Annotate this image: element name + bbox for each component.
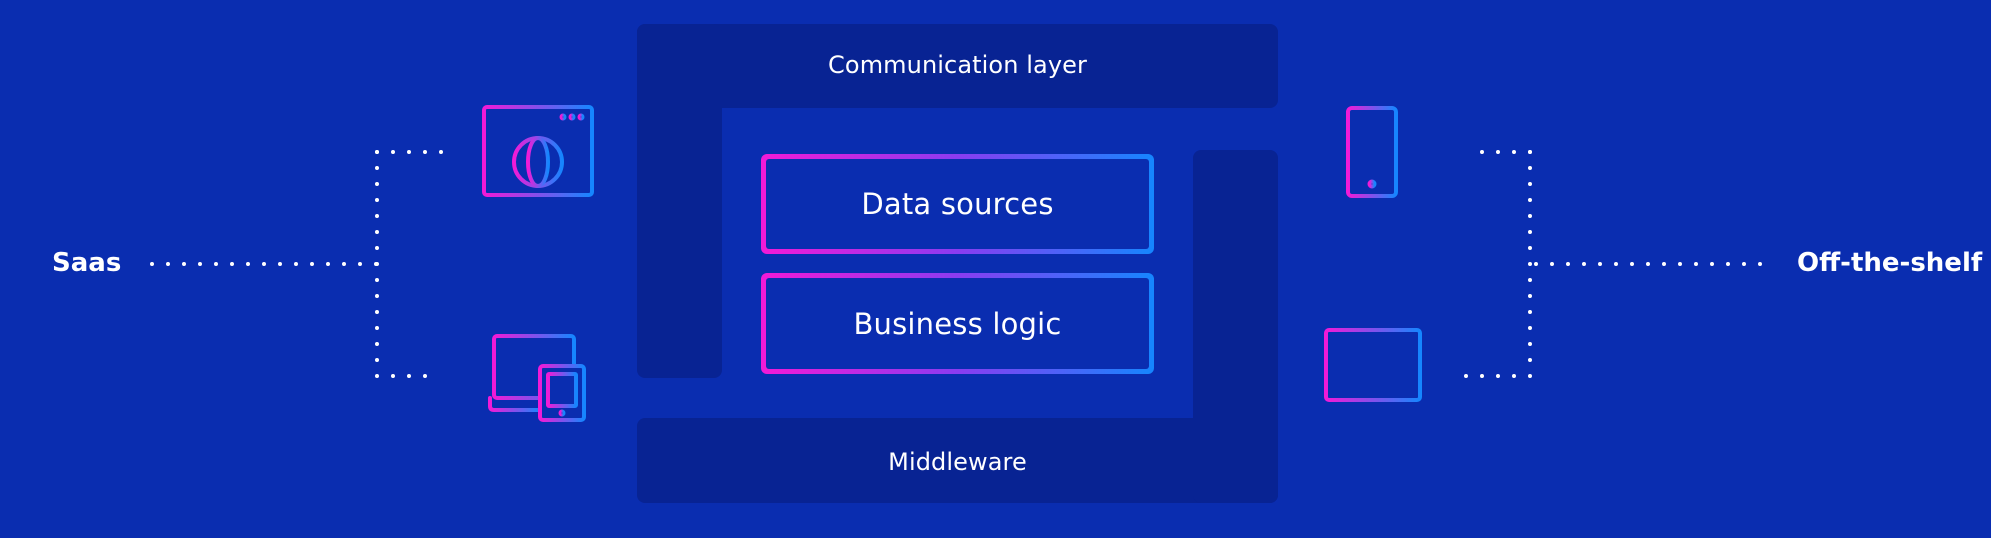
communication-layer-vertical-panel <box>637 24 722 378</box>
desktop-monitor-icon <box>1324 328 1422 420</box>
middleware-vertical-panel <box>1193 150 1278 503</box>
laptop-tablet-icon <box>488 334 586 422</box>
data-sources-label: Data sources <box>766 159 1149 249</box>
middleware-panel <box>637 418 1278 503</box>
business-logic-box: Business logic <box>761 273 1154 374</box>
middleware-label: Middleware <box>888 448 1027 476</box>
off-the-shelf-label: Off-the-shelf <box>1797 248 1983 278</box>
business-logic-label: Business logic <box>766 278 1149 369</box>
communication-layer-label: Communication layer <box>828 51 1087 79</box>
data-sources-box: Data sources <box>761 154 1154 254</box>
communication-layer-panel <box>637 24 1278 108</box>
browser-globe-icon <box>482 105 594 197</box>
smartphone-icon <box>1346 106 1398 198</box>
saas-label: Saas <box>52 248 122 278</box>
left-dotted-connector <box>150 150 452 378</box>
right-dotted-connector <box>1460 150 1762 378</box>
